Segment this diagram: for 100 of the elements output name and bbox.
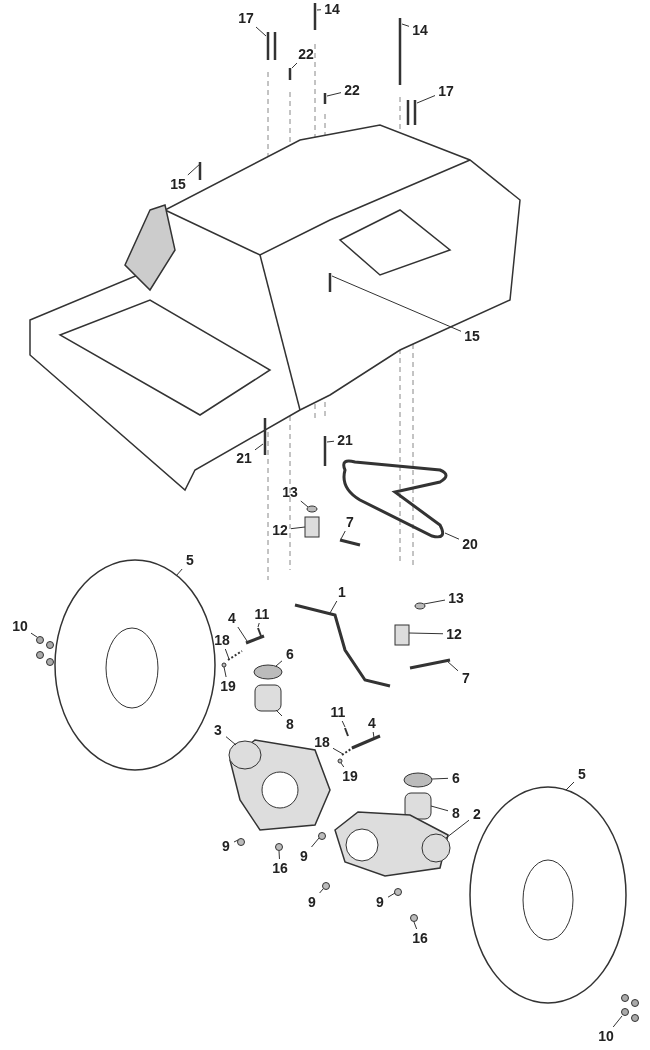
- leader-line: [233, 839, 239, 843]
- wheel-drawing: [469, 786, 627, 1004]
- leader-line: [319, 888, 324, 894]
- callout-number: 21: [235, 450, 253, 466]
- callout-number: 10: [11, 618, 29, 634]
- leader-line: [565, 781, 575, 791]
- bolt-drawing: [266, 32, 277, 60]
- callout-number: 8: [450, 805, 462, 821]
- leader-line: [387, 892, 396, 898]
- callout-number: 16: [411, 930, 429, 946]
- pin-drawing: [288, 68, 292, 80]
- callout-number: 22: [343, 82, 361, 98]
- nut-drawing: [275, 843, 283, 851]
- callout-number: 14: [323, 1, 341, 17]
- callout-number: 16: [271, 860, 289, 876]
- callout-number: 15: [463, 328, 481, 344]
- callout-number: 2: [471, 806, 483, 822]
- callout-number: 8: [284, 716, 296, 732]
- callout-number: 9: [298, 848, 310, 864]
- spring-drawing: [227, 650, 243, 661]
- leader-line: [430, 805, 449, 812]
- callout-number: 21: [336, 432, 354, 448]
- leader-line: [431, 777, 449, 780]
- leader-line: [423, 599, 446, 605]
- leader-line: [275, 660, 283, 667]
- callout-number: 7: [460, 670, 472, 686]
- nut-drawing: [318, 832, 326, 840]
- callout-number: 19: [219, 678, 237, 694]
- nut-drawing: [237, 838, 245, 846]
- leader-line: [416, 95, 436, 104]
- callout-number: 11: [253, 606, 271, 622]
- callout-number: 11: [329, 704, 347, 720]
- nut-drawing: [394, 888, 402, 896]
- leader-line: [341, 720, 346, 728]
- bracket-drawing: [245, 634, 265, 645]
- wheel-nut-drawing: [36, 636, 54, 666]
- callout-number: 9: [374, 894, 386, 910]
- leader-line: [237, 626, 248, 642]
- callout-number: 17: [237, 10, 255, 26]
- bolt-drawing: [398, 18, 402, 85]
- callout-number: 12: [271, 522, 289, 538]
- leader-line: [445, 819, 470, 839]
- leader-line: [612, 1015, 623, 1028]
- leader-line: [331, 275, 462, 332]
- leader-line: [329, 600, 338, 614]
- pin-drawing: [344, 727, 349, 737]
- leader-line: [326, 440, 335, 443]
- callout-number: 20: [461, 536, 479, 552]
- callout-number: 22: [297, 46, 315, 62]
- wheel-nut-drawing: [621, 994, 639, 1022]
- clip-drawing: [337, 758, 343, 764]
- leader-line: [257, 622, 260, 628]
- washer-drawing: [306, 505, 318, 513]
- leader-line: [311, 837, 320, 848]
- washer-drawing: [414, 602, 426, 610]
- leader-line: [340, 762, 345, 768]
- leader-line: [326, 92, 342, 97]
- bolt-drawing: [313, 3, 317, 30]
- leader-line: [372, 731, 375, 739]
- pin-drawing: [323, 436, 327, 466]
- drive-belt-drawing: [342, 459, 448, 539]
- callout-number: 9: [306, 894, 318, 910]
- callout-number: 5: [184, 552, 196, 568]
- callout-number: 17: [437, 83, 455, 99]
- leader-line: [255, 26, 267, 37]
- leader-line: [275, 709, 283, 717]
- leader-line: [187, 162, 202, 176]
- leader-line: [332, 747, 344, 755]
- leader-line: [413, 921, 418, 930]
- callout-number: 19: [341, 768, 359, 784]
- leader-line: [291, 62, 298, 69]
- pin-drawing: [263, 418, 267, 455]
- leader-line: [444, 532, 460, 540]
- callout-number: 10: [597, 1028, 615, 1044]
- control-rod-drawing: [339, 538, 361, 547]
- pulley-drawing: [253, 664, 283, 680]
- clip-drawing: [221, 662, 227, 668]
- leader-line: [340, 530, 346, 540]
- leader-line: [446, 660, 459, 672]
- leader-line: [224, 648, 230, 660]
- leader-line: [223, 666, 227, 678]
- transaxle-drawing: [228, 739, 331, 831]
- leader-line: [316, 9, 322, 11]
- callout-number: 18: [313, 734, 331, 750]
- fan-drawing: [404, 792, 432, 820]
- nut-drawing: [410, 914, 418, 922]
- leader-line: [290, 526, 306, 530]
- transaxle-drawing: [334, 811, 451, 877]
- callout-number: 13: [447, 590, 465, 606]
- callout-number: 15: [169, 176, 187, 192]
- callout-number: 18: [213, 632, 231, 648]
- bolt-drawing: [198, 162, 202, 180]
- leader-line: [30, 632, 38, 638]
- bolt-drawing: [328, 273, 332, 292]
- control-rod-drawing: [409, 658, 451, 670]
- callout-number: 13: [281, 484, 299, 500]
- callout-number: 6: [450, 770, 462, 786]
- leader-line: [401, 23, 410, 27]
- spring-drawing: [341, 746, 355, 756]
- nut-drawing: [322, 882, 330, 890]
